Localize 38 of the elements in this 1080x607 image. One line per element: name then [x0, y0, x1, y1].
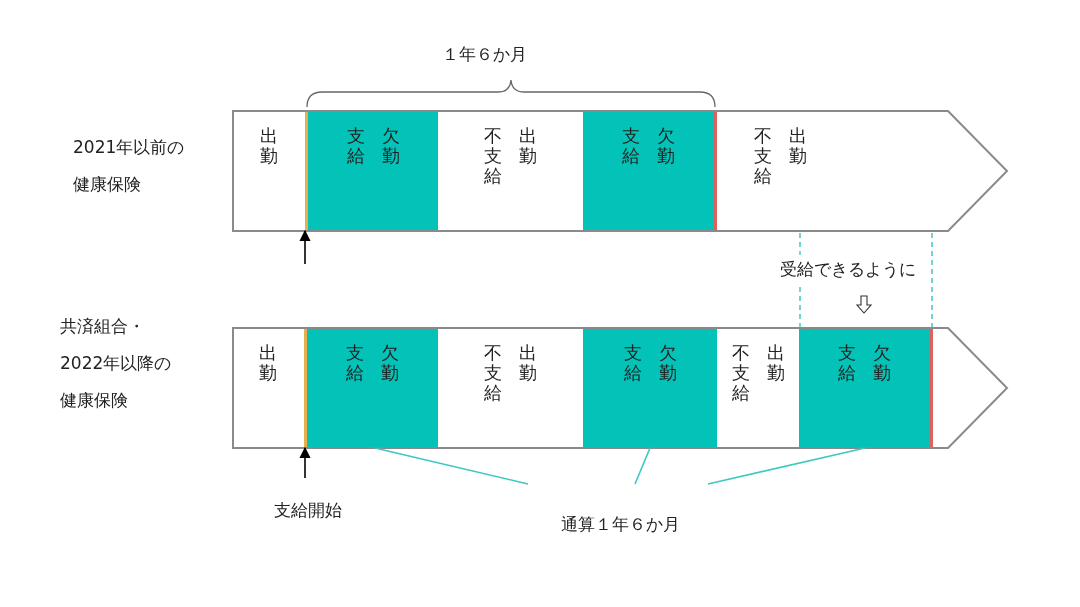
- caption-text: 支給開始: [274, 499, 342, 522]
- timeline-arrow-band: [232, 327, 1008, 449]
- vertical-text: 不支給: [484, 343, 502, 403]
- vertical-text: 欠勤: [381, 343, 399, 383]
- vertical-text: 出勤: [259, 343, 277, 383]
- row-label: 2021年以前の健康保険: [73, 136, 186, 196]
- vertical-text: 支給: [346, 126, 365, 166]
- vertical-text: 欠勤: [381, 126, 400, 166]
- vertical-text: 不支給: [484, 126, 502, 186]
- vertical-text: 出勤: [519, 343, 537, 383]
- paid-absence-segment: [583, 329, 717, 447]
- timeline-arrow-band: [232, 110, 1008, 232]
- connector-line: [634, 447, 651, 485]
- paid-absence-segment: [305, 112, 438, 230]
- vertical-text: 出勤: [259, 126, 278, 166]
- vertical-text: 出勤: [519, 126, 537, 166]
- vertical-text: 出勤: [789, 126, 807, 166]
- vertical-text: 支給: [623, 343, 642, 383]
- vertical-text: 欠勤: [657, 126, 675, 166]
- row-label: 共済組合・: [60, 315, 146, 338]
- paid-absence-segment: [583, 112, 717, 230]
- paid-absence-segment: [304, 329, 438, 447]
- vertical-text: 欠勤: [873, 343, 891, 383]
- vertical-text: 支給: [622, 126, 640, 166]
- vertical-text: 欠勤: [658, 343, 677, 383]
- connector-line: [374, 447, 529, 485]
- vertical-text: 不支給: [731, 343, 750, 403]
- caption-text: 通算１年６か月: [560, 513, 680, 536]
- vertical-text: 支給: [346, 343, 364, 383]
- paid-absence-segment: [799, 329, 933, 447]
- vertical-text: 支給: [838, 343, 856, 383]
- arrow: [299, 229, 311, 265]
- connector-line: [707, 447, 866, 485]
- note-text: 受給できるように: [780, 255, 916, 283]
- row-label: 2022年以降の健康保険: [60, 352, 173, 412]
- vertical-text: 不支給: [754, 126, 772, 186]
- arrow: [299, 446, 311, 479]
- vertical-text: 出勤: [766, 343, 785, 383]
